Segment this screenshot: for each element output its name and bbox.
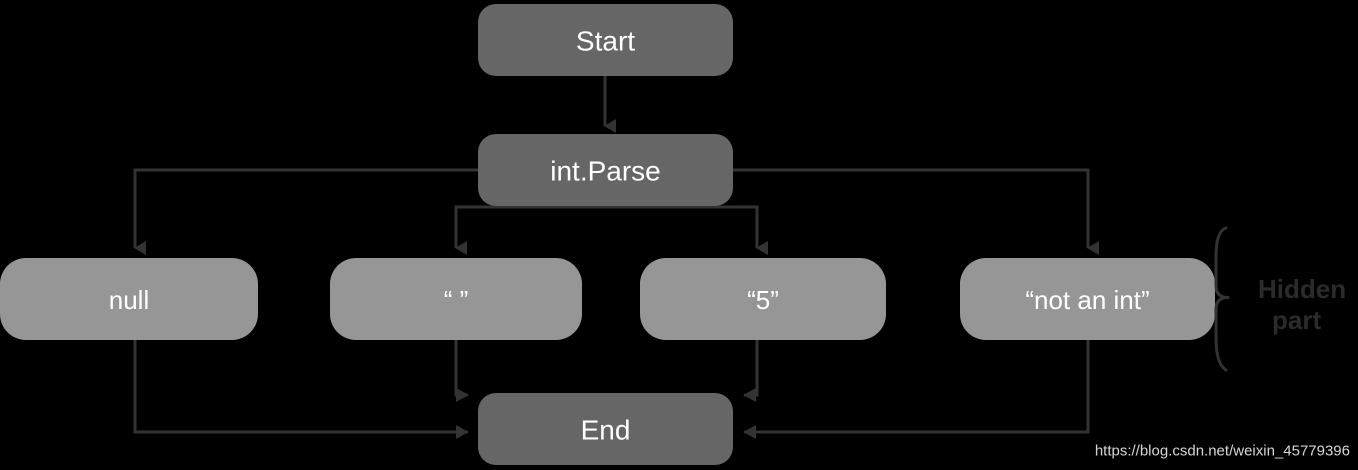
node-label-parse: int.Parse xyxy=(550,156,661,187)
node-shape-case_null[interactable] xyxy=(0,258,258,340)
connector-five-to-end xyxy=(743,340,759,402)
connector-notint-to-end xyxy=(743,340,1090,439)
node-start[interactable]: Start xyxy=(478,4,733,76)
watermark-text: https://blog.csdn.net/weixin_45779396 xyxy=(1095,443,1350,460)
node-case_null[interactable]: null xyxy=(0,258,258,340)
hidden-part-label-line2: part xyxy=(1272,305,1321,335)
node-case_five[interactable]: “5” xyxy=(640,258,886,340)
node-parse[interactable]: int.Parse xyxy=(478,134,733,206)
node-label-end: End xyxy=(581,415,631,446)
connector-parse-to-notint xyxy=(605,168,1099,255)
connector-parse-to-five xyxy=(605,205,768,255)
node-case_empty[interactable]: “ ” xyxy=(330,258,582,340)
node-label-case_notint: “not an int” xyxy=(1025,285,1149,315)
node-label-case_null: null xyxy=(109,285,149,315)
connectors-layer xyxy=(133,76,1099,439)
connector-parse-to-empty xyxy=(454,205,605,255)
node-case_notint[interactable]: “not an int” xyxy=(960,258,1215,340)
hidden-part-brace: Hidden part xyxy=(1214,226,1346,372)
node-label-case_empty: “ ” xyxy=(444,285,469,315)
node-shape-case_empty[interactable] xyxy=(330,258,582,340)
node-label-start: Start xyxy=(576,26,635,57)
node-shape-parse[interactable] xyxy=(478,134,733,206)
node-label-case_five: “5” xyxy=(747,285,779,315)
node-shape-case_notint[interactable] xyxy=(960,258,1215,340)
connector-null-to-end xyxy=(133,340,469,439)
node-shape-end[interactable] xyxy=(478,393,733,465)
hidden-part-label-line1: Hidden xyxy=(1258,274,1346,304)
node-end[interactable]: End xyxy=(478,393,733,465)
node-shape-start[interactable] xyxy=(478,4,733,76)
connector-empty-to-end xyxy=(454,340,469,402)
curly-brace-icon xyxy=(1214,226,1230,372)
nodes-layer: Start int.Parse null “ ” “5” “not an int” End xyxy=(0,4,1215,465)
connector-parse-to-null xyxy=(133,168,605,255)
node-shape-case_five[interactable] xyxy=(640,258,886,340)
